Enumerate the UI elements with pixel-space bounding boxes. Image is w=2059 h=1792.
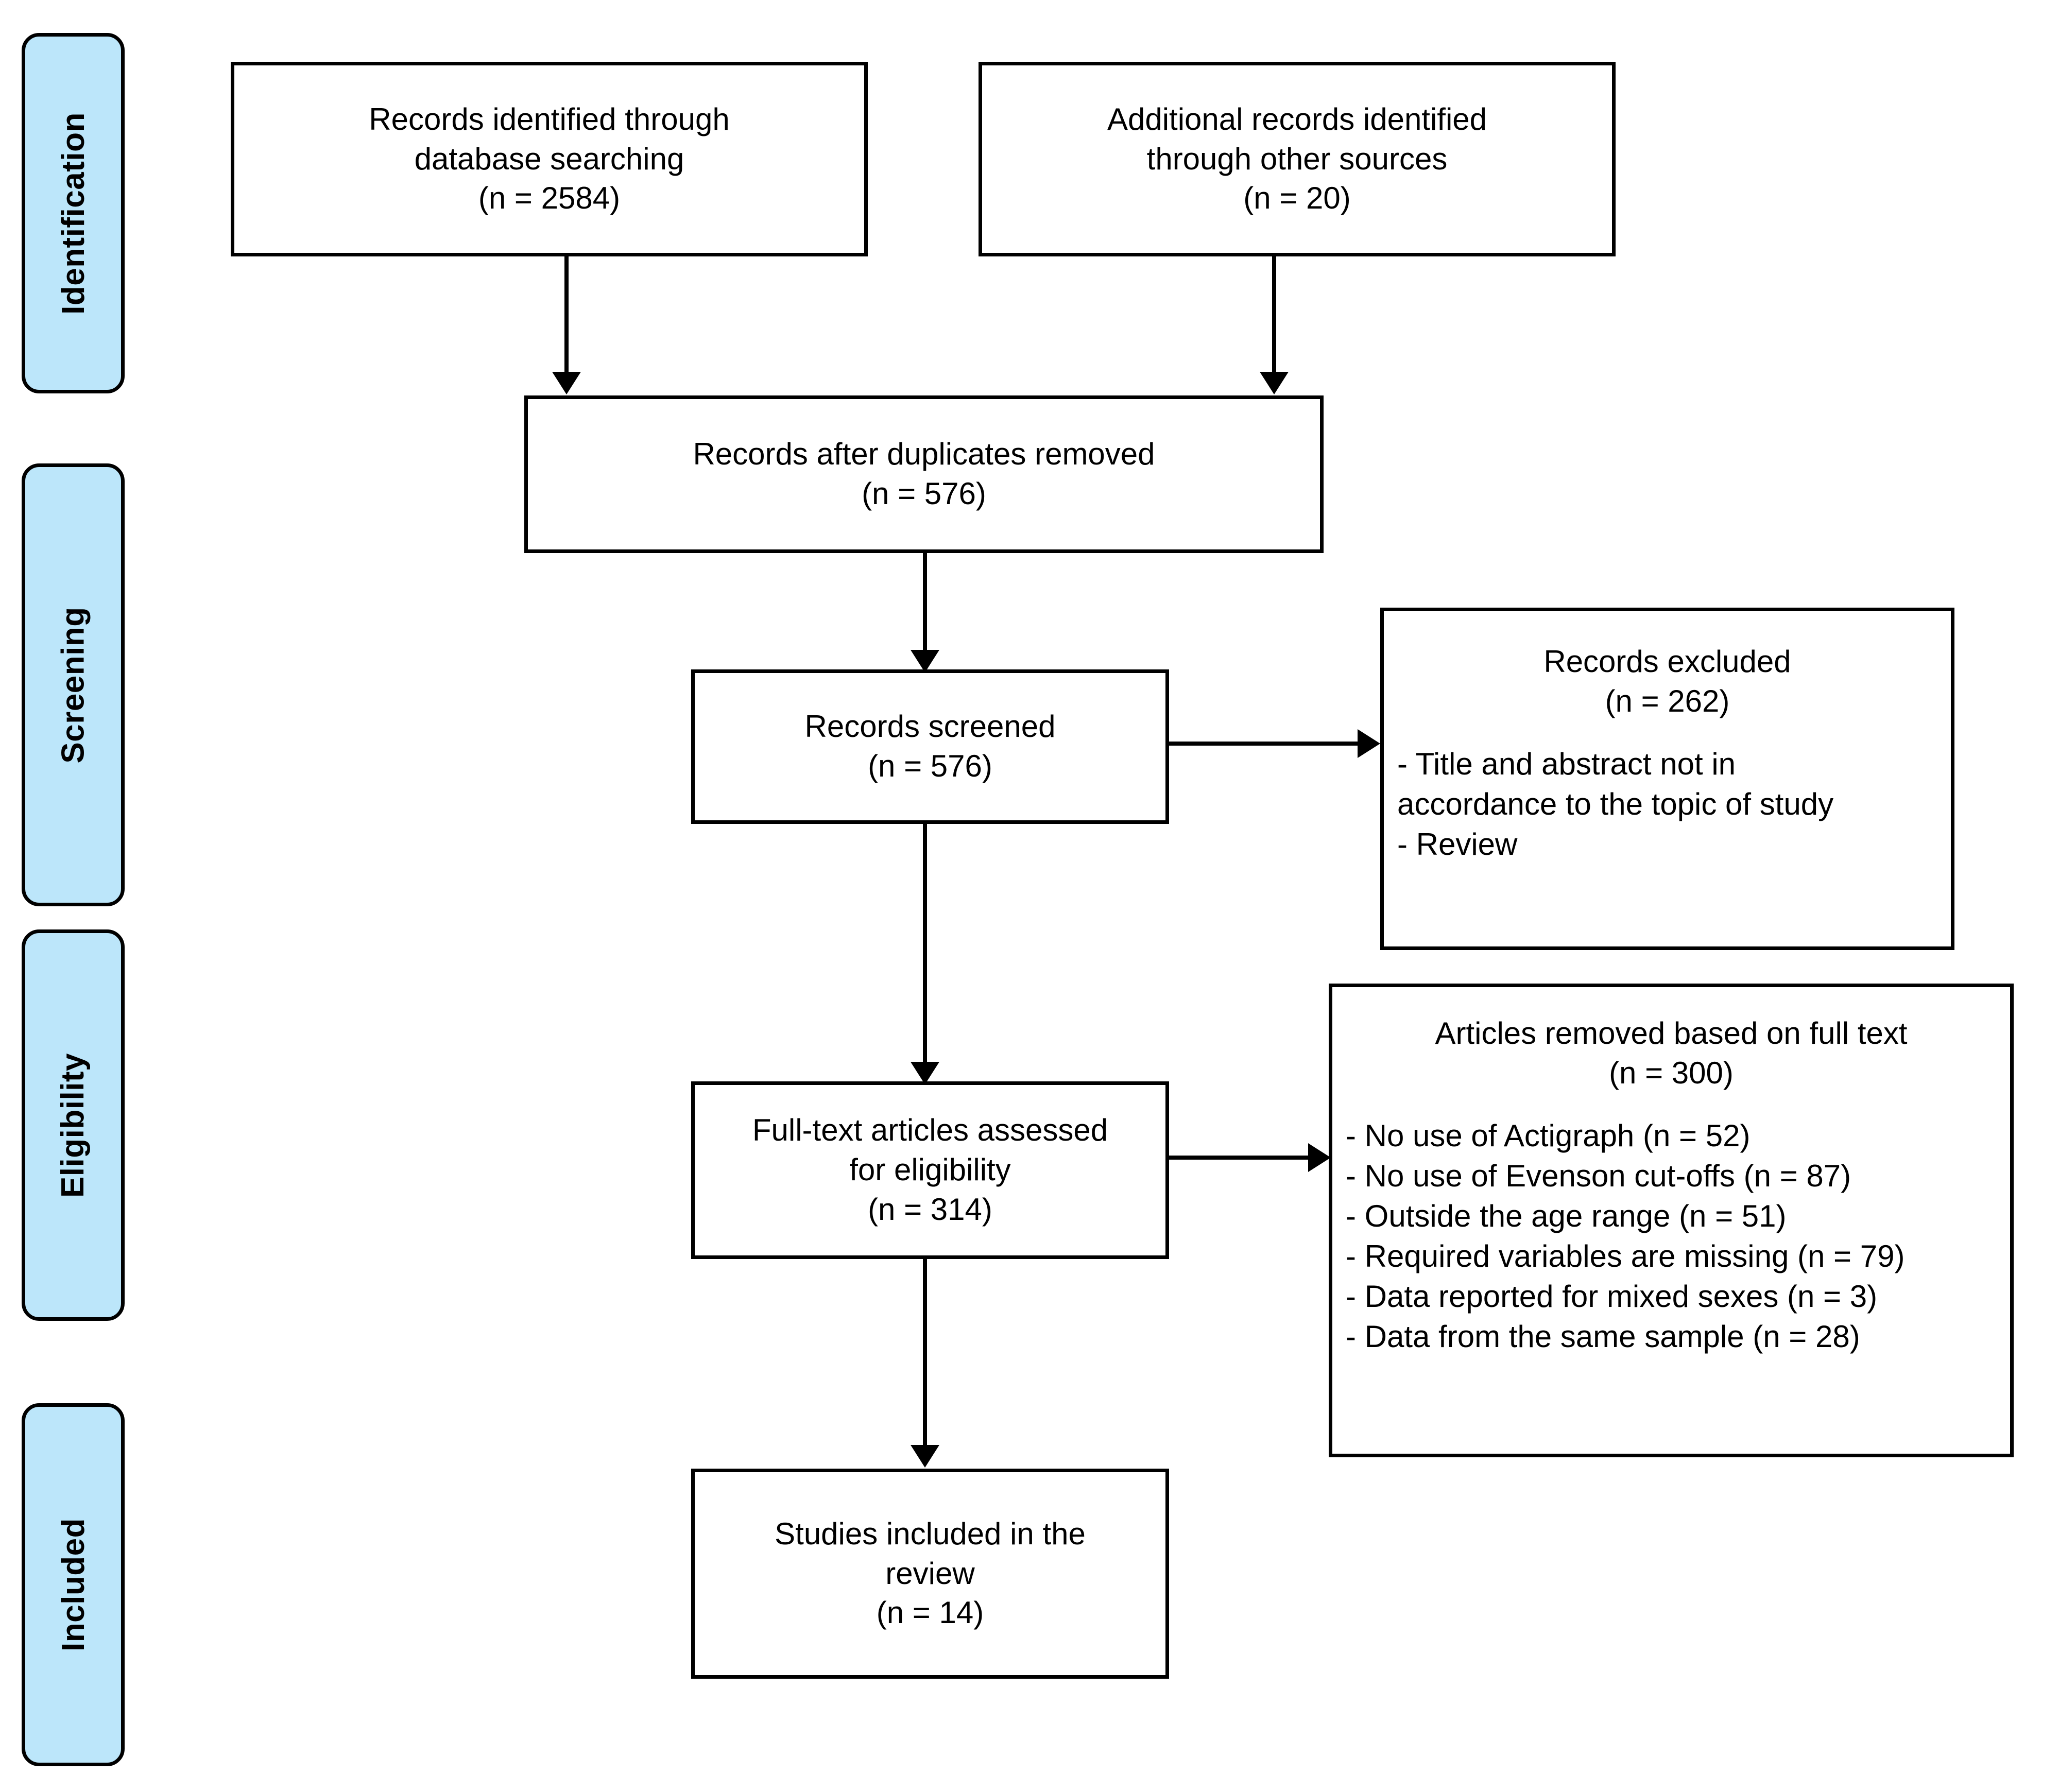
connector-duplicates-to-screened <box>923 553 927 653</box>
box-articles-removed-bullets: - No use of Actigraph (n = 52) - No use … <box>1332 1116 2010 1357</box>
stage-label-included: Included <box>55 1518 91 1651</box>
box-studies-included: Studies included in the review (n = 14) <box>691 1469 1169 1679</box>
articles-removed-bullet-2: - No use of Evenson cut-offs (n = 87) <box>1346 1158 1851 1193</box>
connector-fulltext-to-articles-removed <box>1169 1156 1311 1160</box>
articles-removed-bullet-3: - Outside the age range (n = 51) <box>1346 1198 1787 1233</box>
box-other-sources-line-3: (n = 20) <box>1243 181 1351 216</box>
arrowhead-database-search-to-duplicates <box>552 372 581 394</box>
box-full-text-assessed-line-2: for eligibility <box>849 1152 1011 1187</box>
box-database-search-line-2: database searching <box>414 141 684 176</box>
records-excluded-bullet-3: - Review <box>1397 826 1518 861</box>
box-records-excluded-bullets: - Title and abstract not in accordance t… <box>1384 744 1951 865</box>
arrowhead-other-sources-to-duplicates <box>1260 372 1289 394</box>
connector-other-sources-to-duplicates <box>1272 256 1276 375</box>
box-full-text-assessed-line-1: Full-text articles assessed <box>752 1113 1108 1148</box>
arrowhead-screened-to-fulltext <box>911 1062 939 1084</box>
box-records-excluded: Records excluded (n = 262) - Title and a… <box>1380 608 1954 950</box>
arrowhead-fulltext-to-included <box>911 1445 939 1468</box>
connector-screened-to-excluded <box>1169 742 1360 746</box>
box-studies-included-line-3: (n = 14) <box>876 1595 984 1630</box>
box-other-sources-line-2: through other sources <box>1146 141 1448 176</box>
box-records-excluded-line-2: (n = 262) <box>1605 683 1730 718</box>
stage-label-identification: Identification <box>55 112 91 315</box>
articles-removed-bullet-1: - No use of Actigraph (n = 52) <box>1346 1118 1751 1153</box>
box-duplicates-removed-line-2: (n = 576) <box>862 476 986 511</box>
articles-removed-bullet-5: - Data reported for mixed sexes (n = 3) <box>1346 1279 1878 1314</box>
box-database-search-line-3: (n = 2584) <box>478 181 621 216</box>
box-articles-removed-line-2: (n = 300) <box>1609 1055 1734 1090</box>
box-studies-included-line-1: Studies included in the <box>775 1516 1086 1551</box>
box-records-screened-line-2: (n = 576) <box>868 749 992 783</box>
connector-database-search-to-duplicates <box>564 256 569 375</box>
box-full-text-assessed-line-3: (n = 314) <box>868 1192 992 1227</box>
box-articles-removed: Articles removed based on full text (n =… <box>1329 984 2014 1457</box>
box-duplicates-removed-line-1: Records after duplicates removed <box>693 437 1155 472</box>
arrowhead-fulltext-to-articles-removed <box>1308 1143 1331 1172</box>
box-database-search: Records identified through database sear… <box>231 62 868 256</box>
stage-label-eligibility: Eligibility <box>55 1053 91 1198</box>
stage-pill-eligibility: Eligibility <box>22 929 125 1321</box>
box-full-text-assessed: Full-text articles assessed for eligibil… <box>691 1081 1169 1259</box>
stage-pill-included: Included <box>22 1403 125 1766</box>
articles-removed-bullet-6: - Data from the same sample (n = 28) <box>1346 1319 1860 1354</box>
articles-removed-bullet-4: - Required variables are missing (n = 79… <box>1346 1238 1905 1273</box>
stage-pill-screening: Screening <box>22 463 125 906</box>
box-records-screened: Records screened (n = 576) <box>691 669 1169 824</box>
connector-screened-to-fulltext <box>923 824 927 1066</box>
arrowhead-screened-to-excluded <box>1358 729 1380 758</box>
box-other-sources: Additional records identified through ot… <box>979 62 1616 256</box>
box-database-search-line-1: Records identified through <box>369 101 730 136</box>
arrowhead-duplicates-to-screened <box>911 650 939 673</box>
box-records-screened-line-1: Records screened <box>804 709 1056 744</box>
box-records-excluded-line-1: Records excluded <box>1543 644 1791 679</box>
box-duplicates-removed: Records after duplicates removed (n = 57… <box>524 395 1324 553</box>
stage-pill-identification: Identification <box>22 33 125 393</box>
box-articles-removed-line-1: Articles removed based on full text <box>1435 1016 1908 1050</box>
box-studies-included-line-2: review <box>885 1556 975 1591</box>
connector-fulltext-to-included <box>923 1259 927 1450</box>
records-excluded-bullet-2: accordance to the topic of study <box>1397 786 1834 821</box>
records-excluded-bullet-1: - Title and abstract not in <box>1397 746 1736 781</box>
box-other-sources-line-1: Additional records identified <box>1107 101 1487 136</box>
stage-label-screening: Screening <box>55 606 91 764</box>
